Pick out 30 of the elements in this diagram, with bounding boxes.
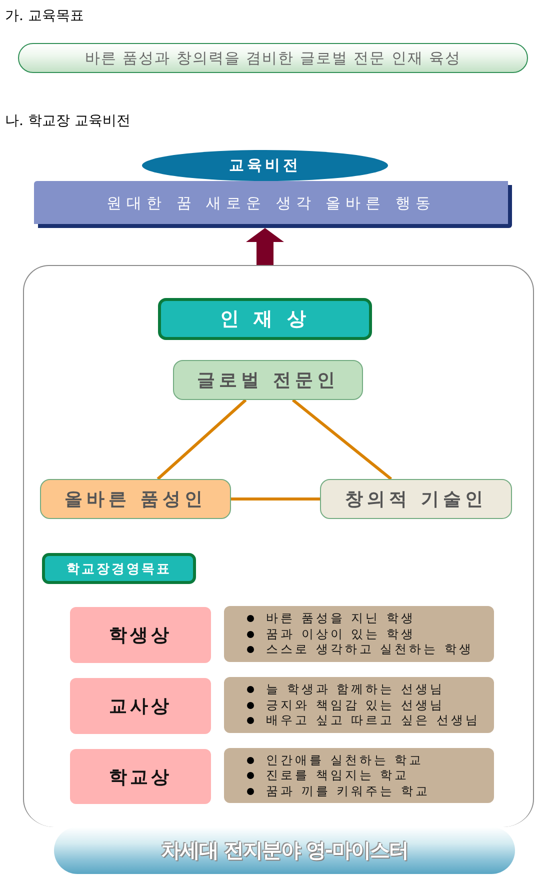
trait-box: 글로벌 전문인 xyxy=(173,360,363,400)
list-item: 인간애를 실천하는 학교 xyxy=(266,752,424,768)
heading-box: 학교장경영목표 xyxy=(42,553,196,584)
section-heading: 나. 학교장 교육비전 xyxy=(5,112,130,131)
vision-banner: 원대한 꿈 새로운 생각 올바른 행동 xyxy=(34,181,512,228)
goal-banner: 바른 품성과 창의력을 겸비한 글로벌 전문 인재 육성 xyxy=(18,43,528,73)
connector-line xyxy=(156,398,247,480)
list-panel xyxy=(224,677,494,733)
list-item: 바른 품성을 지닌 학생 xyxy=(266,611,416,626)
banner-pill: 차세대 전지분야 영-마이스터 xyxy=(54,827,515,874)
list-item: 긍지와 책임감 있는 선생님 xyxy=(266,698,444,712)
trait-box: 올바른 품성인 xyxy=(40,479,231,519)
connector-line xyxy=(231,498,320,500)
connector-line xyxy=(292,398,392,480)
list-item: 배우고 싶고 따르고 싶은 선생님 xyxy=(266,713,480,728)
block-arrow xyxy=(246,228,284,265)
list-panel xyxy=(224,606,494,662)
category-box: 교사상 xyxy=(70,678,211,734)
section-heading: 가. 교육목표 xyxy=(5,7,84,26)
heading-box: 인 재 상 xyxy=(158,298,372,340)
title-ellipse: 교육비전 xyxy=(142,150,388,181)
category-box: 학교상 xyxy=(70,749,211,804)
list-item: 진로를 책임지는 학교 xyxy=(266,768,410,783)
list-item: 꿈과 이상이 있는 학생 xyxy=(266,626,416,642)
list-item: 스스로 생각하고 실천하는 학생 xyxy=(266,642,474,657)
list-item: 늘 학생과 함께하는 선생님 xyxy=(266,682,444,697)
trait-box: 창의적 기술인 xyxy=(320,479,512,519)
list-item: 꿈과 끼를 키워주는 학교 xyxy=(266,784,430,798)
category-box: 학생상 xyxy=(70,607,211,663)
list-panel xyxy=(224,748,494,803)
